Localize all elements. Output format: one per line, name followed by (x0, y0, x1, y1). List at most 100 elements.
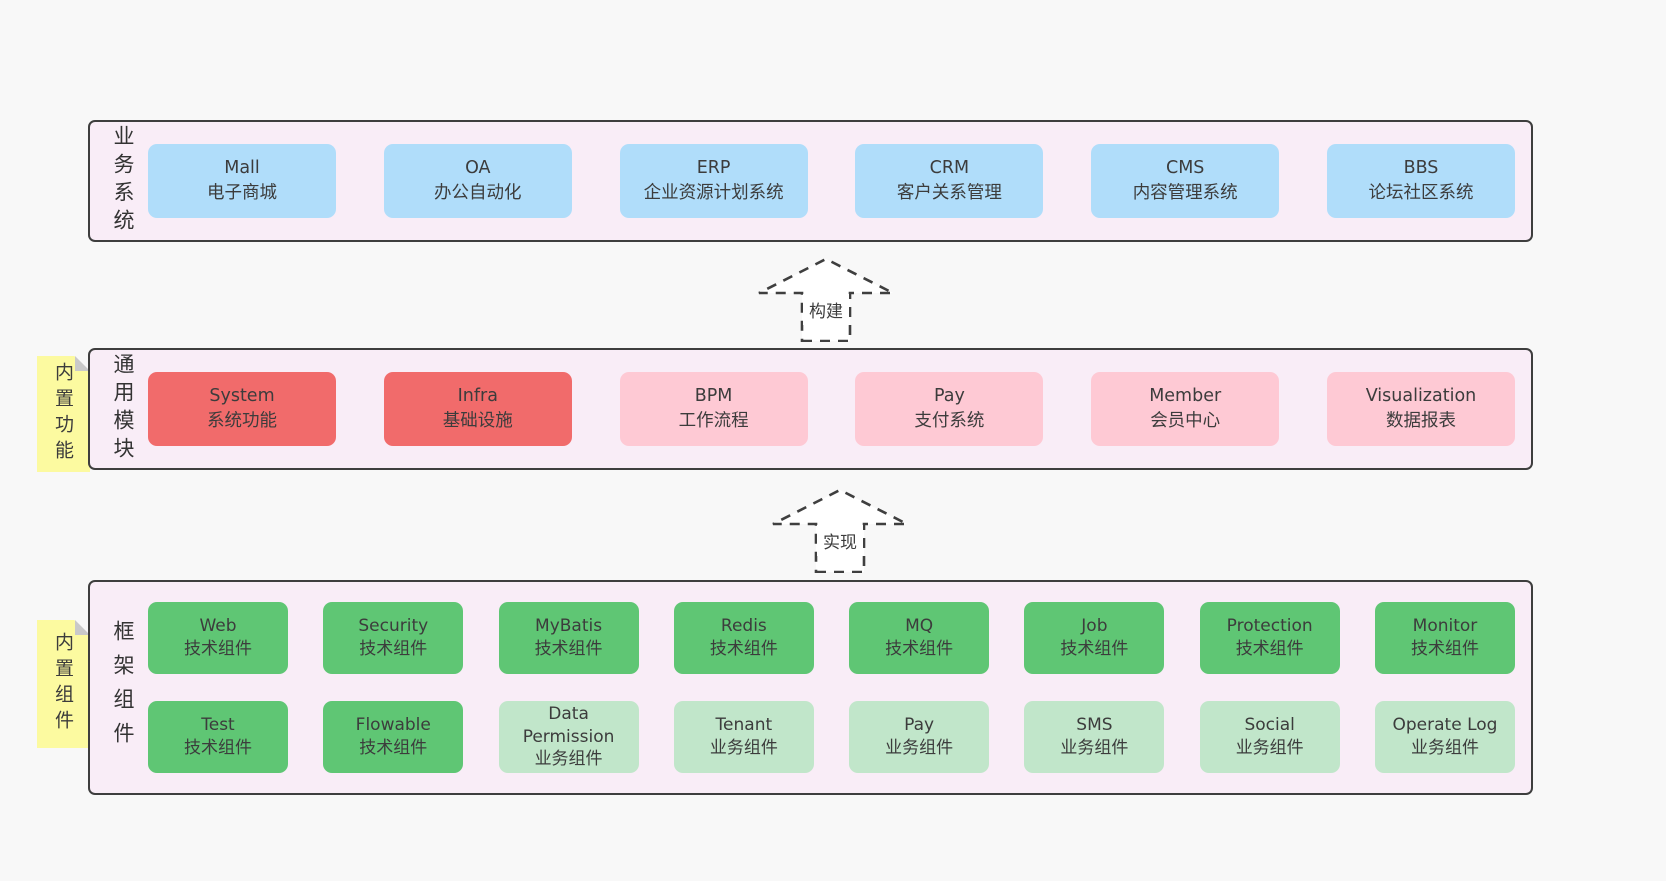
section-side-label: 通用模块 (111, 353, 135, 465)
sticky-note-builtin-features: 内置功能 (37, 356, 90, 472)
module-box-subtitle: 系统功能 (207, 411, 277, 431)
sticky-note-builtin-components: 内置组件 (37, 620, 90, 748)
module-box-subtitle: 技术组件 (534, 639, 603, 659)
module-box-subtitle: 会员中心 (1150, 411, 1221, 431)
module-box-title: ERP (696, 158, 731, 179)
build-arrow: 构建 (756, 256, 896, 342)
module-box: Pay 支付系统 (855, 372, 1044, 446)
section-business-systems: 业务系统 Mall 电子商城 OA 办公自动化 ERP 企业资源计划系统 CRM 客户关系管理… (88, 120, 1533, 242)
module-box: Infra 基础设施 (383, 372, 572, 446)
module-box-title: Infra (457, 386, 498, 407)
section-side-label: 业务系统 (111, 125, 135, 237)
module-box-subtitle: 工作流程 (678, 411, 749, 431)
module-box-subtitle: 企业资源计划系统 (643, 183, 784, 203)
module-box-title: Member (1149, 386, 1222, 407)
sticky-note-label: 内置组件 (52, 632, 74, 736)
arrow-label: 构建 (803, 293, 849, 325)
module-box: System 系统功能 (148, 372, 336, 446)
module-box-title: CMS (1165, 158, 1205, 179)
section-side-label: 框架组件 (111, 619, 135, 756)
module-box: BPM 工作流程 (619, 372, 808, 446)
module-box: CMS 内容管理系统 (1091, 144, 1280, 218)
implement-arrow: 实现 (770, 487, 910, 573)
module-box-title: Operate Log (1392, 715, 1498, 736)
module-box-subtitle: 基础设施 (442, 411, 513, 431)
module-box-title: Tenant (715, 715, 773, 736)
module-box-subtitle: 技术组件 (1410, 639, 1479, 659)
module-box-title: Redis (720, 616, 767, 637)
module-box-subtitle: 技术组件 (1235, 639, 1304, 659)
module-box: CRM 客户关系管理 (855, 144, 1044, 218)
module-box-subtitle: 技术组件 (359, 738, 428, 758)
module-box-subtitle: 电子商城 (207, 183, 277, 203)
module-box-title: Security (358, 616, 429, 637)
module-box-title: Web (199, 616, 237, 637)
module-box-subtitle: 技术组件 (709, 639, 778, 659)
module-box-subtitle: 业务组件 (1060, 738, 1129, 758)
module-box-title: SMS (1076, 715, 1113, 736)
module-box-title: BPM (694, 386, 733, 407)
module-box-subtitle: 业务组件 (534, 749, 603, 770)
section-box-rows: Mall 电子商城 OA 办公自动化 ERP 企业资源计划系统 CRM 客户关系管理 CMS 内容… (146, 122, 1531, 240)
box-row: Mall 电子商城 OA 办公自动化 ERP 企业资源计划系统 CRM 客户关系管理 CMS 内容… (148, 144, 1515, 218)
module-box: Member 会员中心 (1091, 372, 1280, 446)
module-box-title: System (209, 386, 275, 407)
module-box: ERP 企业资源计划系统 (619, 144, 808, 218)
section-box-rows: System 系统功能 Infra 基础设施 BPM 工作流程 Pay 支付系统 Member 会… (146, 350, 1531, 468)
module-box-subtitle: 技术组件 (184, 738, 252, 758)
arrow-label: 实现 (817, 524, 863, 556)
module-box-title: Mall (224, 158, 260, 179)
box-row: System 系统功能 Infra 基础设施 BPM 工作流程 Pay 支付系统 Member 会… (148, 372, 1515, 446)
module-box-title: Protection (1226, 616, 1313, 637)
module-box-subtitle: 业务组件 (1410, 738, 1479, 758)
module-box-subtitle: 技术组件 (184, 639, 252, 659)
module-box-subtitle: 业务组件 (885, 738, 954, 758)
module-box-title: BBS (1403, 158, 1439, 179)
module-box-subtitle: 业务组件 (709, 738, 778, 758)
sticky-note-label: 内置功能 (52, 362, 74, 466)
module-box-subtitle: 办公自动化 (434, 183, 522, 203)
module-box-subtitle: 支付系统 (914, 411, 985, 431)
module-box-title: Flowable (355, 715, 431, 736)
module-box: Mall 电子商城 (148, 144, 336, 218)
module-box-title: MQ (905, 616, 934, 637)
module-box-title: OA (465, 158, 491, 179)
module-box-subtitle: 数据报表 (1385, 411, 1456, 431)
module-box-title: Pay (904, 715, 935, 736)
module-box-title: MyBatis (535, 616, 603, 637)
module-box-subtitle: 内容管理系统 (1132, 183, 1238, 203)
module-box: OA 办公自动化 (383, 144, 572, 218)
module-box-title: Data Permission (522, 703, 615, 747)
module-box-title: Visualization (1365, 386, 1477, 407)
module-box-subtitle: 业务组件 (1235, 738, 1304, 758)
module-box-title: CRM (929, 158, 970, 179)
module-box-subtitle: 客户关系管理 (896, 183, 1002, 203)
module-box-title: Pay (933, 386, 965, 407)
module-box-title: Monitor (1412, 616, 1478, 637)
module-box-subtitle: 技术组件 (359, 639, 428, 659)
module-box-title: Job (1081, 616, 1108, 637)
module-box: Visualization 数据报表 (1326, 372, 1515, 446)
section-common-modules: 通用模块 System 系统功能 Infra 基础设施 BPM 工作流程 Pay 支付系统 Me… (88, 348, 1533, 470)
module-box-title: Test (201, 715, 235, 736)
